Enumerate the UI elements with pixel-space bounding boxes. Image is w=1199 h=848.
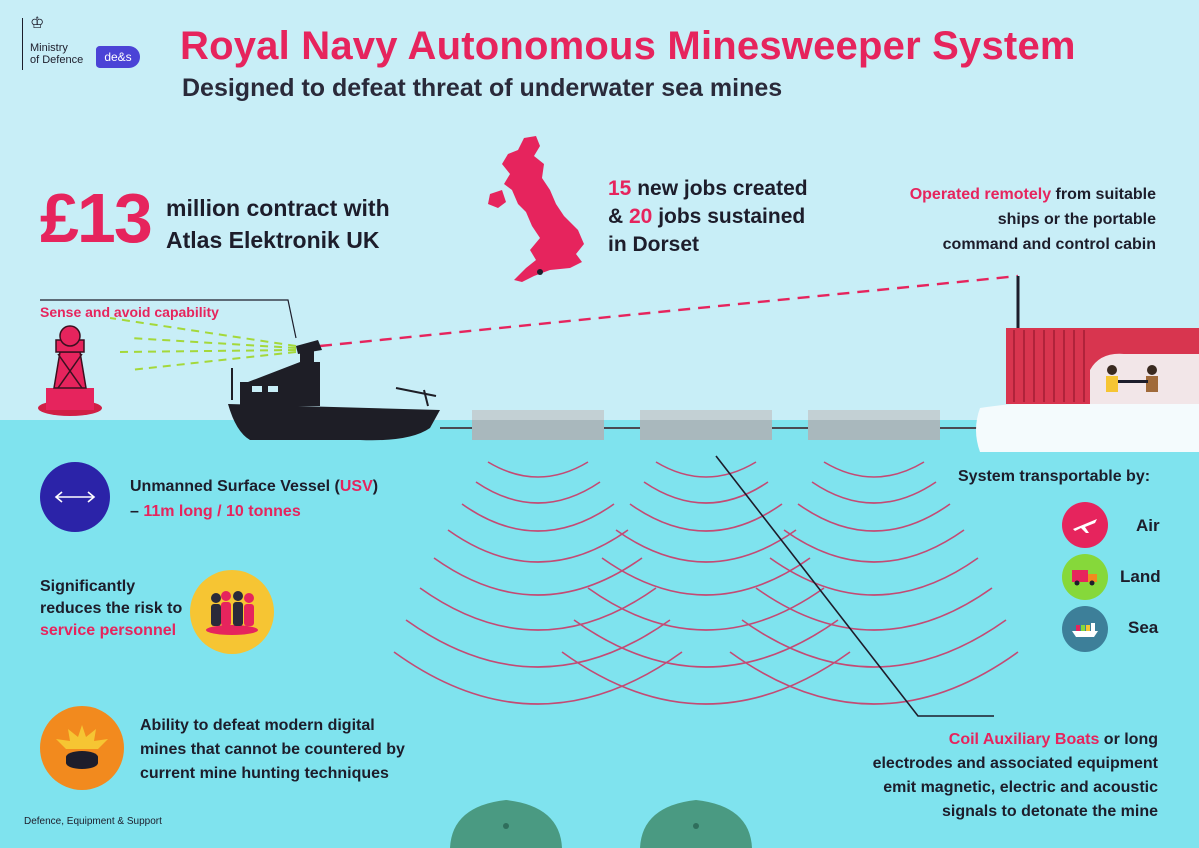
- remote-text2: ships or the portable: [997, 211, 1156, 228]
- remote-text3: command and control cabin: [942, 236, 1156, 253]
- jobs-sustained-count: 20: [629, 205, 653, 228]
- coil-text: Coil Auxiliary Boats or long electrodes …: [848, 728, 1158, 824]
- usv-line2-highlight: 11m long / 10 tonnes: [143, 503, 301, 520]
- contract-line2: Atlas Elektronik UK: [166, 227, 380, 253]
- crest-icon: ♔: [30, 15, 45, 32]
- usv-line1-highlight: USV: [339, 478, 373, 495]
- risk-text: Significantly reduces the risk to servic…: [40, 576, 182, 642]
- usv-line1-suffix: ): [372, 478, 379, 495]
- risk-line2: reduces the risk to: [40, 600, 183, 617]
- acoustic-waves-icon: [393, 461, 1019, 705]
- transport-label-air: Air: [1136, 516, 1160, 535]
- usv-size-icon: [40, 462, 110, 532]
- jobs-new-count: 15: [608, 177, 632, 200]
- risk-line1: Significantly: [40, 578, 136, 595]
- remote-text: Operated remotely from suitable ships or…: [880, 182, 1156, 257]
- remote-signal-line: [319, 274, 1019, 348]
- risk-line3: service personnel: [40, 622, 177, 639]
- page-title: Royal Navy Autonomous Minesweeper System: [180, 24, 1076, 68]
- sense-avoid-label: Sense and avoid capability: [40, 304, 219, 320]
- page-subtitle: Designed to defeat threat of underwater …: [182, 74, 783, 102]
- control-cabin-icon: [1006, 328, 1199, 404]
- jobs-sustained-prefix: &: [608, 205, 629, 228]
- coil-highlight: Coil Auxiliary Boats: [948, 731, 1100, 748]
- usv-line2-prefix: –: [130, 503, 144, 520]
- transport-label-land: Land: [1120, 567, 1161, 586]
- defeat-line1: Ability to defeat modern digital: [140, 717, 375, 734]
- coil-text2: electrodes and associated equipment: [872, 755, 1158, 772]
- jobs-sustained-text: jobs sustained: [652, 205, 806, 228]
- footer-text: Defence, Equipment & Support: [24, 816, 162, 827]
- sky-background: [0, 0, 1199, 420]
- defeat-line3: current mine hunting techniques: [140, 765, 389, 782]
- coil-text3: emit magnetic, electric and acoustic: [883, 779, 1158, 796]
- transport-title: System transportable by:: [958, 468, 1151, 485]
- usv-text: Unmanned Surface Vessel (USV) – 11m long…: [130, 474, 378, 524]
- remote-highlight: Operated remotely: [909, 186, 1052, 203]
- jobs-location: in Dorset: [608, 233, 700, 256]
- sea-mines-icon: [450, 800, 752, 848]
- uk-map-icon: [488, 136, 584, 282]
- contract-line1: million contract with: [166, 195, 390, 221]
- truck-icon: [1062, 554, 1108, 600]
- buoy-icon: [38, 325, 102, 416]
- mine-explosion-icon: [40, 706, 124, 790]
- coil-boats-icon: [472, 410, 940, 440]
- contract-text: million contract with Atlas Elektronik U…: [166, 192, 390, 256]
- jobs-new-text: new jobs created: [631, 177, 808, 200]
- contract-amount: £13: [40, 179, 153, 257]
- des-logo: de&s: [96, 46, 140, 68]
- shore: [976, 397, 1199, 452]
- coil-pointer-line: [715, 455, 994, 717]
- personnel-icon: [190, 570, 274, 654]
- coil-text4: signals to detonate the mine: [941, 803, 1158, 820]
- plane-icon: [1062, 502, 1108, 548]
- mod-logo-text: Ministry of Defence: [30, 42, 84, 66]
- usv-boat-icon: [228, 340, 440, 441]
- defeat-line2: mines that cannot be countered by: [140, 741, 405, 758]
- transport-label-sea: Sea: [1128, 618, 1159, 637]
- remote-text1: from suitable: [1051, 186, 1156, 203]
- jobs-text: 15 new jobs created & 20 jobs sustained …: [608, 175, 808, 259]
- usv-line1-prefix: Unmanned Surface Vessel (: [130, 478, 340, 495]
- sense-pointer-line: [40, 299, 297, 339]
- coil-text1: or long: [1099, 731, 1158, 748]
- ship-icon: [1062, 606, 1108, 652]
- sensor-beams-icon: [109, 317, 297, 371]
- defeat-text: Ability to defeat modern digital mines t…: [140, 714, 405, 786]
